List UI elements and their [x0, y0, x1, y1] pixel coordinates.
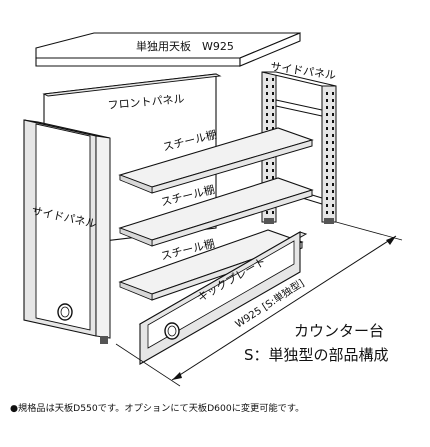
post-hole — [272, 85, 274, 88]
post-hole — [272, 106, 274, 109]
post-hole — [332, 190, 334, 193]
post-hole — [266, 120, 268, 123]
post-hole — [332, 92, 334, 95]
post-hole — [326, 134, 328, 137]
post-hole — [266, 127, 268, 130]
top-panel — [35, 32, 301, 67]
post-hole — [272, 211, 274, 214]
post-hole — [326, 99, 328, 102]
post-hole — [332, 113, 334, 116]
post-hole — [326, 92, 328, 95]
post-hole — [332, 176, 334, 179]
steel-shelf-top — [118, 127, 314, 194]
post-hole — [326, 197, 328, 200]
steel-shelf-middle — [118, 177, 314, 247]
post-hole — [332, 141, 334, 144]
post-hole — [332, 162, 334, 165]
footnote: ●規格品は天板D550です。オプションにて天板D600に変更可能です。 — [10, 402, 304, 414]
post-hole — [272, 92, 274, 95]
post-hole — [326, 204, 328, 207]
post-hole — [272, 120, 274, 123]
post-hole — [332, 99, 334, 102]
post-hole — [332, 106, 334, 109]
post-hole — [326, 106, 328, 109]
post-hole — [326, 148, 328, 151]
kick-plate — [138, 231, 308, 365]
post-hole — [326, 113, 328, 116]
post-hole — [272, 127, 274, 130]
post-hole — [326, 155, 328, 158]
post-hole — [272, 78, 274, 81]
post-hole — [332, 197, 334, 200]
post-hole — [332, 155, 334, 158]
post-hole — [272, 162, 274, 165]
post-hole — [266, 162, 268, 165]
post-hole — [266, 78, 268, 81]
post-hole — [332, 148, 334, 151]
post-hole — [266, 176, 268, 179]
post-hole — [272, 176, 274, 179]
post-hole — [272, 113, 274, 116]
diagram-title-line1: カウンター台 — [294, 322, 384, 340]
width-dimension-line — [115, 221, 403, 387]
post-hole — [272, 99, 274, 102]
post-hole — [326, 127, 328, 130]
post-hole — [332, 127, 334, 130]
post-hole — [266, 169, 268, 172]
post-hole — [332, 183, 334, 186]
post-hole — [272, 169, 274, 172]
post-hole — [332, 134, 334, 137]
post-hole — [332, 204, 334, 207]
post-hole — [326, 183, 328, 186]
post-hole — [326, 176, 328, 179]
post-hole — [266, 92, 268, 95]
post-hole — [326, 169, 328, 172]
post-hole — [326, 211, 328, 214]
post-hole — [266, 85, 268, 88]
post-hole — [332, 211, 334, 214]
post-hole — [266, 99, 268, 102]
post-hole — [332, 169, 334, 172]
post-hole — [326, 120, 328, 123]
diagram-title-line2: S：単独型の部品構成 — [244, 346, 389, 364]
post-hole — [326, 190, 328, 193]
post-hole — [326, 162, 328, 165]
post-hole — [266, 113, 268, 116]
post-hole — [266, 106, 268, 109]
post-hole — [266, 211, 268, 214]
post-hole — [326, 141, 328, 144]
label-top-panel: 単独用天板 W925 — [136, 39, 234, 53]
post-hole — [332, 120, 334, 123]
side-panel-left — [23, 119, 111, 344]
